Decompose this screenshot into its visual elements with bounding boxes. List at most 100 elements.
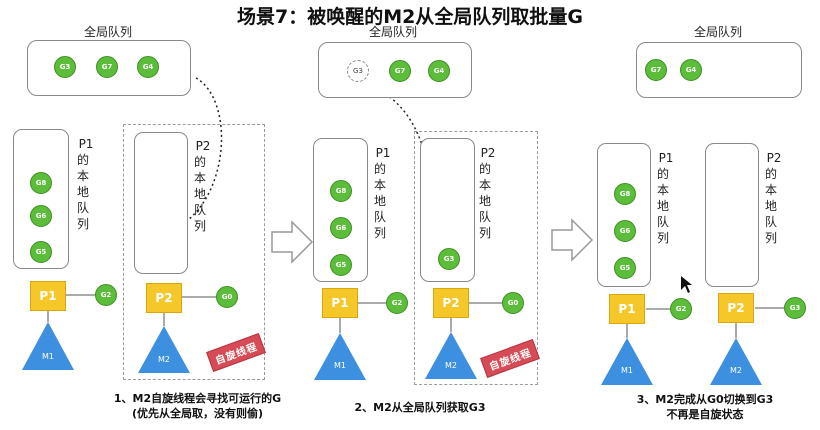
- lq-char: 本: [656, 183, 669, 197]
- step1-caption-line2: (优先从全局取，没有则偷): [131, 407, 264, 420]
- lq-char: P2: [766, 151, 782, 165]
- dotted-arrow-2: [367, 83, 437, 211]
- page-title: 场景7：被唤醒的M2从全局队列取批量G: [237, 6, 583, 28]
- lq-char: 本: [478, 178, 491, 192]
- goroutine-g8-local-2: G8: [330, 180, 352, 202]
- global-queue-label-2: 全局队列: [368, 25, 417, 39]
- lq-char: 本: [76, 169, 89, 183]
- lq-char: 列: [76, 217, 89, 231]
- lq-char: P1: [375, 146, 391, 160]
- goroutine-g7-global-1: G7: [96, 56, 118, 78]
- goroutine-g2-running-3: G2: [670, 298, 692, 320]
- lq-char: 队: [478, 210, 491, 224]
- goroutine-g7-global-2: G7: [389, 60, 411, 82]
- machine-m1-label-2: M1: [334, 361, 346, 370]
- m2-spinning-region-2: [414, 131, 538, 385]
- step1-caption-line1: 1、M2自旋线程会寻找可运行的G: [113, 392, 282, 405]
- goroutine-g2-running-2: G2: [386, 292, 408, 314]
- goroutine-g2-running-1: G2: [95, 284, 117, 306]
- lq-char: P2: [195, 139, 211, 153]
- processor-p2-2: P2: [433, 288, 469, 318]
- lq-char: 列: [373, 226, 386, 240]
- lq-char: 地: [76, 185, 89, 199]
- step2-caption-line1: 2、M2从全局队列获取G3: [354, 401, 486, 414]
- lq-char: 本: [764, 183, 777, 197]
- step3-caption-line1: 3、M2完成从G0切换到G3: [636, 393, 774, 406]
- goroutine-g7-global-3: G7: [645, 59, 667, 81]
- lq-char: 的: [764, 167, 777, 181]
- p2-local-queue-text-2: P2 的 本 地 队 列: [478, 145, 498, 241]
- goroutine-g6-local-2: G6: [330, 217, 352, 239]
- goroutine-g3-global-1: G3: [54, 56, 76, 78]
- m1-triangle-1: [22, 322, 74, 370]
- goroutine-g5-local-1: G5: [30, 241, 52, 263]
- machine-m2-label-3: M2: [730, 366, 742, 375]
- step3-caption: 3、M2完成从G0切换到G3 不再是自旋状态: [620, 392, 790, 422]
- p1-local-queue-text-2: P1 的 本 地 队 列: [373, 145, 393, 241]
- p2-local-queue-3: [705, 143, 759, 287]
- processor-p2-3: P2: [718, 293, 754, 323]
- goroutine-g5-local-3: G5: [614, 257, 636, 279]
- p2-local-queue-1: [134, 132, 188, 274]
- lq-char: 队: [76, 201, 89, 215]
- lq-char: 队: [656, 215, 669, 229]
- p1-local-queue-text-1: P1 的 本 地 队 列: [76, 136, 96, 232]
- dotted-arrow-1: [175, 77, 223, 229]
- processor-p1-2: P1: [322, 288, 358, 318]
- lq-char: 队: [764, 215, 777, 229]
- lq-char: 列: [193, 219, 206, 233]
- goroutine-g3-local-2: G3: [438, 248, 460, 270]
- step1-caption: 1、M2自旋线程会寻找可运行的G (优先从全局取，没有则偷): [85, 391, 310, 421]
- step3-caption-line2: 不再是自旋状态: [666, 408, 744, 421]
- goroutine-g3-moved-placeholder: G3: [347, 60, 369, 82]
- goroutine-g8-local-1: G8: [30, 172, 52, 194]
- m1-triangle-2: [314, 333, 366, 380]
- processor-p1-3: P1: [609, 294, 645, 324]
- lq-char: 地: [478, 194, 491, 208]
- goroutine-g0-2: G0: [502, 292, 524, 314]
- lq-char: 地: [193, 187, 206, 201]
- global-queue-label-1: 全局队列: [83, 25, 132, 39]
- lq-char: 地: [656, 199, 669, 213]
- lq-char: 地: [764, 199, 777, 213]
- lq-char: 的: [478, 162, 491, 176]
- p2-local-queue-text-3: P2 的 本 地 队 列: [764, 150, 784, 246]
- goroutine-g3-running-3: G3: [784, 297, 806, 319]
- goroutine-g8-local-3: G8: [614, 183, 636, 205]
- step2-caption: 2、M2从全局队列获取G3: [320, 400, 520, 415]
- m2-triangle-3: [710, 338, 762, 385]
- lq-char: 的: [76, 153, 89, 167]
- machine-m1-label-3: M1: [621, 366, 633, 375]
- goroutine-g6-local-3: G6: [614, 220, 636, 242]
- goroutine-g4-global-1: G4: [137, 56, 159, 78]
- lq-char: 列: [656, 231, 669, 245]
- processor-p2-1: P2: [146, 283, 182, 313]
- lq-char: P2: [480, 146, 496, 160]
- machine-m2-label-2: M2: [445, 361, 457, 370]
- transition-arrow-2: [551, 218, 594, 262]
- global-queue-label-3: 全局队列: [693, 25, 742, 39]
- transition-arrow-1: [271, 220, 314, 264]
- lq-char: 队: [373, 210, 386, 224]
- p1-local-queue-text-3: P1 的 本 地 队 列: [656, 150, 676, 246]
- m2-triangle-2: [425, 332, 477, 379]
- machine-m1-label-1: M1: [42, 352, 54, 361]
- p2-local-queue-text-1: P2 的 本 地 队 列: [193, 138, 213, 234]
- lq-char: 列: [478, 226, 491, 240]
- goroutine-g6-local-1: G6: [30, 205, 52, 227]
- processor-p1-1: P1: [30, 281, 66, 311]
- lq-char: 队: [193, 203, 206, 217]
- goroutine-g4-global-3: G4: [680, 59, 702, 81]
- mouse-cursor-icon: [681, 276, 692, 293]
- lq-char: P1: [658, 151, 674, 165]
- lq-char: 的: [193, 155, 206, 169]
- goroutine-g5-local-2: G5: [330, 254, 352, 276]
- m2-spinning-region-1: [123, 124, 265, 380]
- lq-char: P1: [78, 137, 94, 151]
- lq-char: 地: [373, 194, 386, 208]
- machine-m2-label-1: M2: [158, 355, 170, 364]
- m2-triangle-1: [138, 326, 190, 373]
- lq-char: 本: [193, 171, 206, 185]
- lq-char: 本: [373, 178, 386, 192]
- lq-char: 的: [373, 162, 386, 176]
